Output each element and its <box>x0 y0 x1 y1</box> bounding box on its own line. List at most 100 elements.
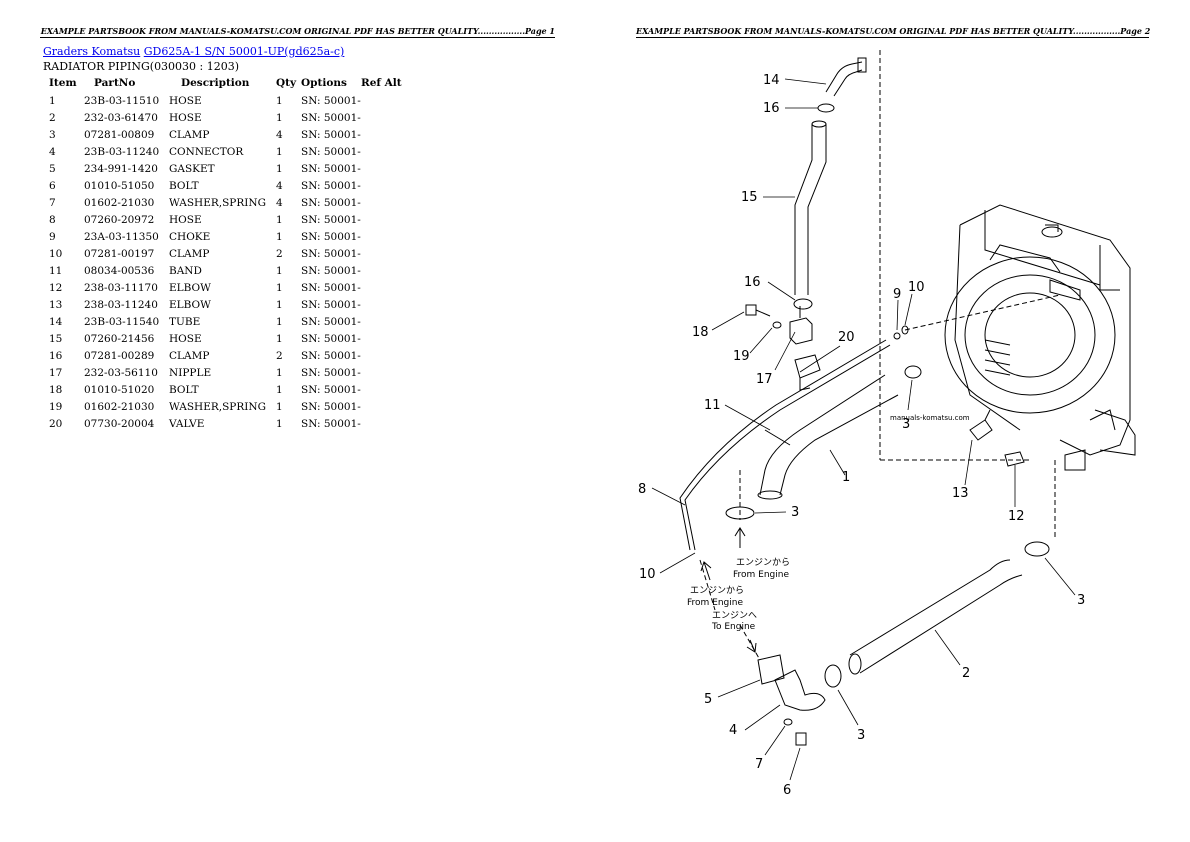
cell-qty: 1 <box>276 145 283 158</box>
breadcrumb-link-graders[interactable]: Graders Komatsu <box>43 45 141 58</box>
cell-partno: 01602-21030 <box>84 400 155 413</box>
cell-item: 10 <box>49 247 63 260</box>
part-5-gasket <box>757 654 785 685</box>
part-3-clamp-upper <box>904 365 922 379</box>
cell-ref-alt <box>361 92 411 109</box>
cell-partno: 08034-00536 <box>84 264 155 277</box>
cell-qty: 1 <box>276 332 283 345</box>
cell-item: 17 <box>49 366 63 379</box>
cell-partno: 23B-03-11540 <box>84 315 160 328</box>
cell-qty: 1 <box>276 298 283 311</box>
part-3-clamp-middle <box>725 506 755 520</box>
from-engine-jp-label: エンジンから <box>690 585 744 596</box>
cell-description: CLAMP <box>169 349 210 362</box>
cell-description: TUBE <box>169 315 201 328</box>
part-15-hose <box>794 120 827 295</box>
cell-ref-alt <box>361 330 411 347</box>
to-engine-label: To Engine <box>711 622 756 632</box>
cell-partno: 238-03-11170 <box>84 281 158 294</box>
cell-qty: 1 <box>276 417 283 430</box>
to-engine-jp-label: エンジンへ <box>712 611 757 621</box>
callout-label: 16 <box>744 275 761 290</box>
callout-label: 5 <box>704 692 712 707</box>
cell-options: SN: 50001- <box>301 247 361 260</box>
cell-description: VALVE <box>169 417 205 430</box>
breadcrumb-link-model[interactable]: GD625A-1 S/N 50001-UP(gd625a-c) <box>143 45 345 58</box>
cell-description: CLAMP <box>169 128 210 141</box>
cell-item: 6 <box>49 179 56 192</box>
cell-description: CLAMP <box>169 247 210 260</box>
cell-qty: 1 <box>276 94 283 107</box>
callout-label: 13 <box>952 486 969 501</box>
cell-ref-alt <box>361 143 411 160</box>
part-16-clamp-top <box>817 103 835 113</box>
part-7-washer <box>783 718 793 726</box>
callout-label: 7 <box>755 757 763 772</box>
cell-ref-alt <box>361 262 411 279</box>
callout-label: 3 <box>1077 593 1085 608</box>
callout-label: 9 <box>893 287 901 302</box>
cell-ref-alt <box>361 279 411 296</box>
callout-label: 12 <box>1008 509 1025 524</box>
part-4-connector <box>774 669 826 711</box>
cell-partno: 23B-03-11510 <box>84 94 160 107</box>
cell-item: 8 <box>49 213 56 226</box>
cell-options: SN: 50001- <box>301 264 361 277</box>
page2-header: EXAMPLE PARTSBOOK FROM MANUALS-KOMATSU.C… <box>636 26 1151 36</box>
watermark: manuals-komatsu.com <box>890 414 970 422</box>
cell-ref-alt <box>361 177 411 194</box>
leader-lines <box>651 78 1076 781</box>
col-header-ref-alt: Ref Alt <box>361 77 402 89</box>
cell-description: HOSE <box>169 332 202 345</box>
from-engine-label: From Engine <box>733 570 789 580</box>
cell-qty: 1 <box>276 383 283 396</box>
cell-description: HOSE <box>169 111 202 124</box>
cell-partno: 232-03-61470 <box>84 111 158 124</box>
callout-label: 1 <box>842 470 850 485</box>
cell-item: 5 <box>49 162 56 175</box>
part-19-washer <box>772 321 782 329</box>
callout-label: 10 <box>908 280 925 295</box>
cell-partno: 238-03-11240 <box>84 298 158 311</box>
cell-ref-alt <box>361 296 411 313</box>
callout-label: 18 <box>692 325 709 340</box>
cell-description: CHOKE <box>169 230 211 243</box>
cell-item: 19 <box>49 400 63 413</box>
cell-qty: 1 <box>276 111 283 124</box>
col-header-description: Description <box>181 77 250 89</box>
cell-ref-alt <box>361 228 411 245</box>
cell-ref-alt <box>361 398 411 415</box>
parts-table: Item PartNo Description Qty Options Ref … <box>43 76 411 432</box>
page1-header-rule <box>40 37 555 38</box>
page2-header-rule <box>636 37 1149 38</box>
cell-item: 18 <box>49 383 63 396</box>
col-header-qty: Qty <box>276 77 297 89</box>
cell-options: SN: 50001- <box>301 111 361 124</box>
cell-options: SN: 50001- <box>301 417 361 430</box>
callout-label: 3 <box>902 417 910 432</box>
cell-description: WASHER,SPRING <box>169 196 266 209</box>
part-9-choke <box>893 332 901 340</box>
cell-description: BAND <box>169 264 202 277</box>
cell-ref-alt <box>361 194 411 211</box>
part-17-nipple <box>789 306 813 345</box>
cell-partno: 234-991-1420 <box>84 162 158 175</box>
cell-description: ELBOW <box>169 281 211 294</box>
cell-item: 7 <box>49 196 56 209</box>
page1-header: EXAMPLE PARTSBOOK FROM MANUALS-KOMATSU.C… <box>40 26 555 36</box>
cell-partno: 07281-00289 <box>84 349 155 362</box>
cell-description: NIPPLE <box>169 366 212 379</box>
cell-description: BOLT <box>169 383 199 396</box>
cell-partno: 07260-21456 <box>84 332 155 345</box>
callout-label: 6 <box>783 783 791 798</box>
callout-label: 17 <box>756 372 773 387</box>
cell-options: SN: 50001- <box>301 315 361 328</box>
